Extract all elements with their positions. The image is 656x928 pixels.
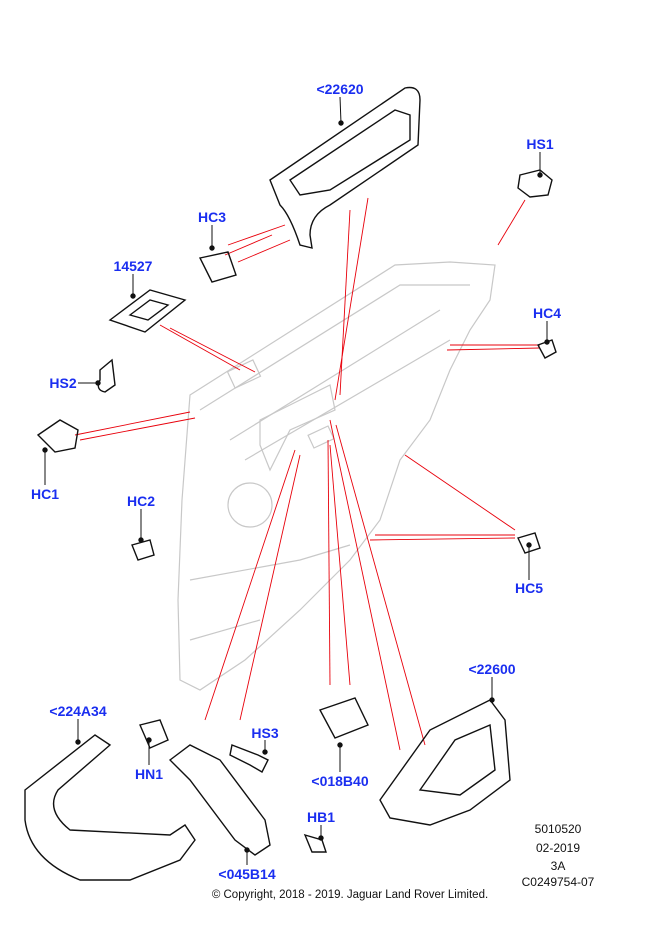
callout-hs3[interactable]: HS3 <box>251 725 279 741</box>
callout-hc3[interactable]: HC3 <box>197 209 227 225</box>
callout-045b14[interactable]: <045B14 <box>218 866 276 882</box>
illustration-ref: 5010520 <box>534 822 582 836</box>
part-hs1-screw <box>517 169 553 198</box>
part-14527-switch <box>108 289 187 333</box>
part-hs3-screw <box>229 744 269 773</box>
callout-hs2[interactable]: HS2 <box>49 375 77 391</box>
part-hc2-fastener <box>131 539 155 561</box>
parts <box>24 86 557 881</box>
illustration-revision: 3A <box>550 859 566 873</box>
part-224a34-trim <box>24 734 196 881</box>
part-hb1-bolt <box>303 833 327 853</box>
callout-224a34[interactable]: <224A34 <box>49 703 107 719</box>
callout-22620[interactable]: <22620 <box>316 81 364 97</box>
callout-hc2[interactable]: HC2 <box>126 493 156 509</box>
illustration-date: 02-2019 <box>535 841 581 855</box>
callout-hc5[interactable]: HC5 <box>514 580 544 596</box>
copyright-notice: © Copyright, 2018 - 2019. Jaguar Land Ro… <box>211 889 489 901</box>
part-018b40-switch <box>318 697 369 739</box>
part-hc3-clip <box>198 251 237 283</box>
part-hc5-fastener <box>517 532 541 554</box>
callout-hn1[interactable]: HN1 <box>134 766 164 782</box>
leader-lines <box>74 197 541 751</box>
callout-hs1[interactable]: HS1 <box>526 136 554 152</box>
callout-hb1[interactable]: HB1 <box>306 809 336 825</box>
part-045b14-grip <box>168 744 271 856</box>
callout-14527[interactable]: 14527 <box>113 258 153 274</box>
callout-leaders <box>42 96 550 865</box>
part-22620-bezel <box>269 86 421 249</box>
part-hs2-screw <box>97 358 116 393</box>
part-22600-handle <box>379 699 511 826</box>
part-hc1-clip <box>36 419 79 453</box>
callout-hc1[interactable]: HC1 <box>30 486 60 502</box>
callout-22600[interactable]: <22600 <box>468 661 516 677</box>
callout-hc4[interactable]: HC4 <box>532 305 562 321</box>
callout-018b40[interactable]: <018B40 <box>311 773 369 789</box>
door-panel <box>177 261 496 691</box>
illustration-code: C0249754-07 <box>521 875 595 889</box>
part-hn1-nut <box>139 719 169 749</box>
